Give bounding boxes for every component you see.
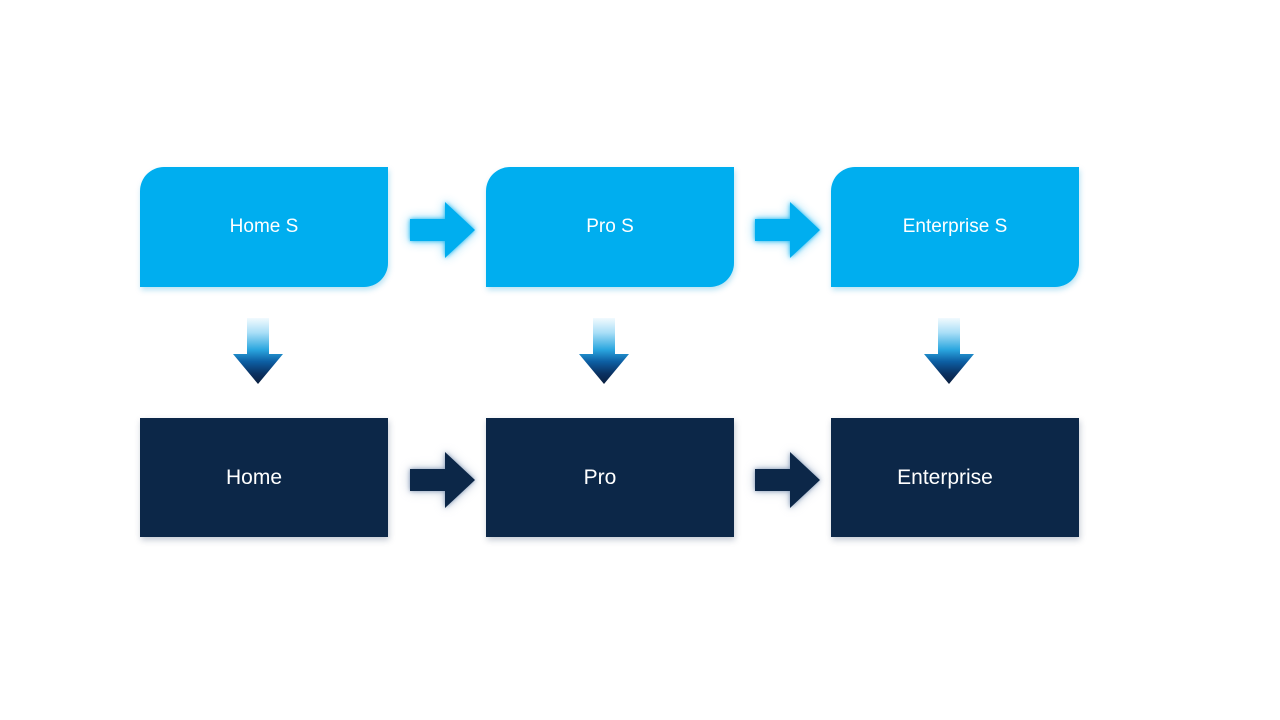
node-label-pro: Pro <box>583 465 617 489</box>
node-label-pro-s: Pro S <box>586 216 634 237</box>
right-arrow-icon <box>755 452 820 508</box>
down-arrow-icon <box>233 318 283 384</box>
node-home-s: Home S <box>140 167 388 287</box>
right-arrow-shape <box>755 202 820 258</box>
down-arrow-shape <box>924 318 974 384</box>
right-arrow-shape <box>410 452 475 508</box>
node-enterprise-s: Enterprise S <box>831 167 1079 287</box>
node-label-home-s: Home S <box>229 216 299 237</box>
down-arrow-shape <box>579 318 629 384</box>
node-label-enterprise: Enterprise <box>897 465 993 489</box>
down-arrow-shape <box>233 318 283 384</box>
node-home: Home <box>140 418 388 537</box>
down-arrow-icon <box>924 318 974 384</box>
node-label-enterprise-s: Enterprise S <box>902 216 1008 237</box>
node-enterprise: Enterprise <box>831 418 1079 537</box>
right-arrow-shape <box>410 202 475 258</box>
right-arrow-icon <box>755 202 820 258</box>
right-arrow-icon <box>410 202 475 258</box>
node-label-home: Home <box>225 465 283 489</box>
right-arrow-icon <box>410 452 475 508</box>
down-arrow-icon <box>579 318 629 384</box>
node-pro-s: Pro S <box>486 167 734 287</box>
node-pro: Pro <box>486 418 734 537</box>
right-arrow-shape <box>755 452 820 508</box>
